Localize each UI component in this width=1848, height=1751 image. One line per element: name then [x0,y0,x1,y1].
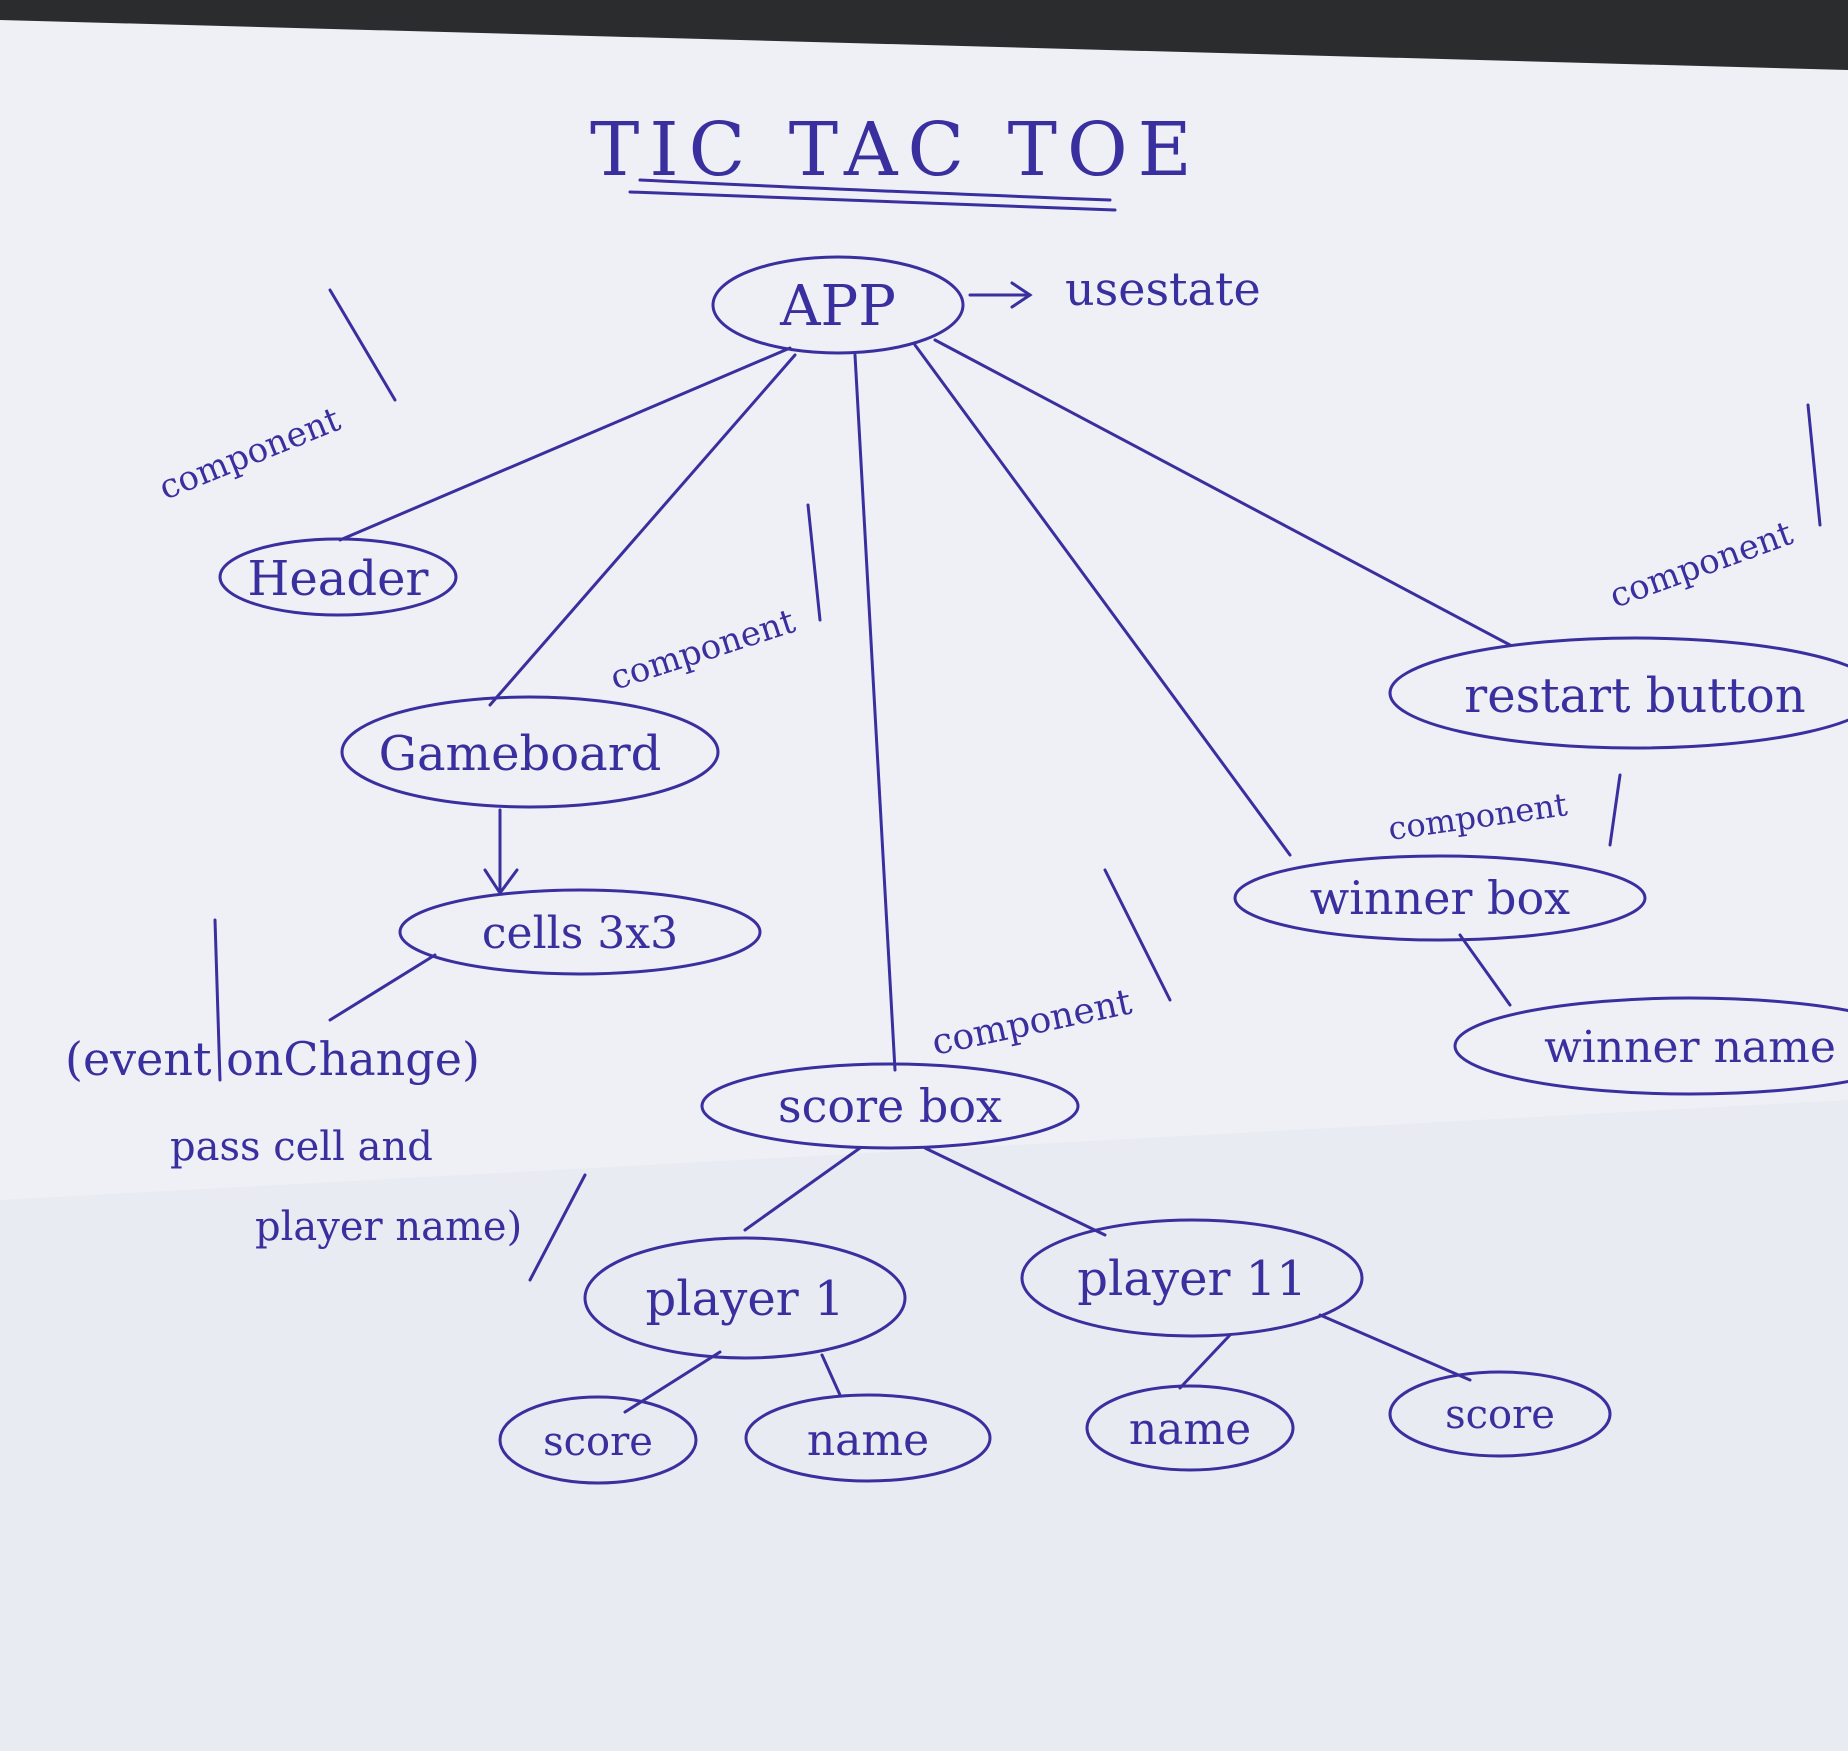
node-header: Header [248,551,429,607]
title-underline-2 [628,190,1117,212]
edge-app-header [338,346,792,542]
node-player1: player 1 [646,1271,845,1327]
node-restart: restart button [1464,668,1805,724]
node-winnerbox-outline [1233,854,1647,942]
edge-app-scorebox [853,353,897,1072]
component-tick-header [328,288,397,402]
annotation-event-line3: player name) [255,1204,522,1250]
component-tick-scorebox [1103,868,1172,1002]
paper-shadow [0,1100,1848,1751]
node-cells-outline [398,888,762,976]
edge-winnerbox-winnername [1458,933,1512,1007]
node-p1-name: name [807,1415,929,1466]
edge-app-restart [933,338,1512,647]
page-title: TIC TAC TOE [590,107,1202,193]
node-app: APP [779,274,896,339]
edge-app-gameboard [488,353,797,707]
node-player1-outline [583,1236,907,1360]
edge-cells-event [328,953,437,1022]
node-restart-outline [1388,636,1848,750]
node-winnername-outline [1453,996,1848,1096]
edge-app-winnerbox [913,343,1292,857]
title-underline [638,178,1112,202]
edge-player2-score [1318,1313,1472,1382]
node-cells: cells 3x3 [482,908,678,959]
node-winnerbox: winner box [1310,871,1570,925]
node-p2-score: score [1445,1392,1555,1438]
event-bracket-right [528,1173,587,1282]
node-player2-outline [1020,1218,1364,1338]
node-header-outline [218,537,458,617]
node-scorebox: score box [778,1079,1002,1133]
event-bracket-left [213,918,222,1082]
node-p1-name-outline [744,1393,992,1483]
node-player2: player 11 [1077,1251,1307,1307]
component-tick-winner [1608,773,1622,847]
node-app-outline [711,255,965,355]
node-p2-name: name [1129,1404,1251,1455]
node-gameboard: Gameboard [379,726,662,782]
node-p1-score-outline [498,1395,698,1485]
node-winnername: winner name [1544,1022,1836,1073]
arrow-head-usestate [1010,281,1033,309]
edge-player1-name [820,1353,842,1397]
edge-scorebox-player1 [743,1146,862,1232]
annotation-event-line1: (event onChange) [65,1032,480,1086]
annotation-usestate: usestate [1065,262,1261,316]
component-tick-gameboard [806,503,822,622]
node-p2-score-outline [1388,1370,1612,1458]
node-p1-score: score [543,1419,653,1465]
component-tick-restart [1806,403,1822,527]
edge-scorebox-player2 [923,1146,1107,1237]
edge-player2-name [1178,1333,1232,1390]
node-p2-name-outline [1085,1384,1295,1472]
node-scorebox-outline [700,1062,1080,1150]
annotation-event-line2: pass cell and [170,1124,433,1170]
node-gameboard-outline [340,695,720,809]
